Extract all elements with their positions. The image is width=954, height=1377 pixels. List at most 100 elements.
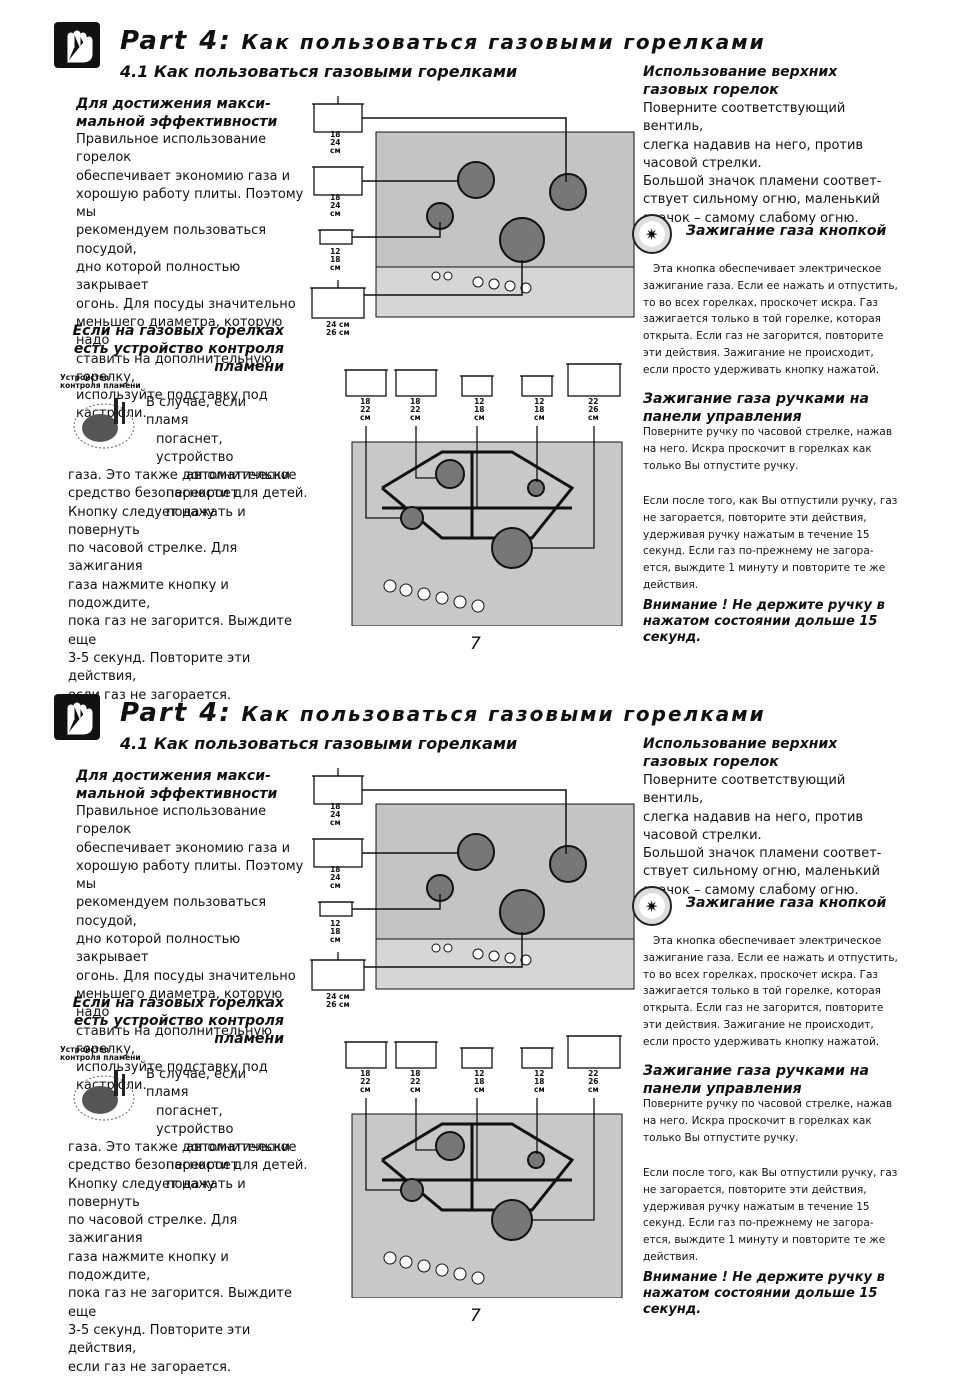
paragraph-efficiency: Правильное использование горелок обеспеч… xyxy=(76,803,306,1096)
ignition-spark-icon: ✷ xyxy=(632,214,672,254)
text-line: Правильное использование горелок xyxy=(76,132,267,166)
text-line: секунд. Если газ по-прежнему не загора- xyxy=(643,545,874,558)
size-value: 26 см xyxy=(326,1000,350,1009)
size-value: 18 xyxy=(330,130,341,139)
size-value: 18 xyxy=(534,405,545,414)
flame-control-device-illustration xyxy=(73,1070,135,1121)
size-value: 12 xyxy=(330,919,341,928)
text-line: открыта. Если газ не загорится, повторит… xyxy=(643,1002,884,1015)
size-value: 24 xyxy=(330,810,341,819)
paragraph-button-ignition: Эта кнопка обеспечивает электрическое за… xyxy=(643,933,903,1051)
warning-text: Внимание ! Не держите ручку в нажатом со… xyxy=(643,598,885,646)
warning-line: Внимание ! Не держите ручку в xyxy=(643,1270,885,1285)
size-unit: см xyxy=(474,413,485,422)
size-value: 18 xyxy=(330,802,341,811)
size-value: 26 xyxy=(588,405,599,414)
text-line: зажигание газа. Если ее нажать и отпусти… xyxy=(643,279,898,292)
flame-control-device-illustration xyxy=(73,398,135,449)
heading-line: Для достижения макси- xyxy=(76,96,271,112)
heading-flame-control: Если на газовых горелках есть устройство… xyxy=(64,322,284,376)
pot-size-3: 12 18 см xyxy=(330,920,341,944)
text-line: Если после того, как Вы отпустили ручку,… xyxy=(643,495,898,507)
heading-line: панели управления xyxy=(643,1081,802,1097)
size-value: 18 xyxy=(360,1069,371,1078)
heading-knob-ignition: Зажигание газа ручками на панели управле… xyxy=(643,390,869,426)
size-unit: см xyxy=(330,881,341,890)
pot-size-1: 18 24 см xyxy=(330,803,341,827)
text-line: обеспечивает экономию газа и xyxy=(76,840,291,856)
heading-line: мальной эффективности xyxy=(76,114,278,130)
text-line: Эта кнопка обеспечивает электрическое xyxy=(653,935,882,947)
text-line: газа нажмите кнопку и подождите, xyxy=(68,577,229,612)
text-line: открыта. Если газ не загорится, повторит… xyxy=(643,330,884,343)
ignition-spark-icon: ✷ xyxy=(632,886,672,926)
text-line: не загорается, повторите эти действия, xyxy=(643,1183,867,1196)
text-line: средство безопасности для детей. xyxy=(68,486,308,502)
page-copy-top: Part 4: Как пользоваться газовыми горелк… xyxy=(0,0,954,703)
page-number: 7 xyxy=(470,634,481,654)
heading-line: Использование верхних xyxy=(643,64,838,80)
text-line: Большой значок пламени соответ- xyxy=(643,846,882,862)
size-value: 18 xyxy=(410,1069,421,1078)
text-line: Если после того, как Вы отпустили ручку,… xyxy=(643,1167,898,1179)
heading-line: пламени xyxy=(214,359,284,375)
text-line: то во всех горелках, проскочет искра. Га… xyxy=(643,296,878,309)
text-line: не загорается, повторите эти действия, xyxy=(643,511,867,524)
text-line: 3-5 секунд. Повторите эти действия, xyxy=(68,650,251,685)
size-value: 24 см xyxy=(326,992,350,1001)
text-line: значок – самому слабому огню. xyxy=(643,882,859,898)
heading-line: Использование верхних xyxy=(643,736,838,752)
heading-line: Если на газовых горелках xyxy=(72,995,284,1011)
text-line: если просто удерживать кнопку нажатой. xyxy=(643,1035,880,1048)
part-title: Part 4: Как пользоваться газовыми горелк… xyxy=(120,26,766,56)
size-value: 12 xyxy=(534,1069,545,1078)
section-title: 4.1 Как пользоваться газовыми горелками xyxy=(120,734,518,753)
size-unit: см xyxy=(330,146,341,155)
heading-knob-ignition: Зажигание газа ручками на панели управле… xyxy=(643,1062,869,1098)
text-line: меньшего диаметра, которую надо xyxy=(76,314,283,349)
size-value: 18 xyxy=(474,405,485,414)
text-line: дно которой полностью закрывает xyxy=(76,260,241,294)
part-label: Part 4: xyxy=(120,698,232,728)
heading-line: есть устройство контроля xyxy=(73,1013,284,1029)
text-line: рекомендуем пользоваться посудой, xyxy=(76,895,267,929)
text-line: 3-5 секунд. Повторите эти действия, xyxy=(68,1322,251,1357)
heading-line: Если на газовых горелках xyxy=(72,323,284,339)
text-line: ется, выждите 1 минуту и повторите те же xyxy=(643,562,886,575)
text-line: на него. Искра проскочит в горелках как xyxy=(643,1114,872,1127)
text-line: зажигается только в той горелке, которая xyxy=(643,985,882,998)
text-line: огонь. Для посуды значительно xyxy=(76,968,296,984)
text-line: то во всех горелках, проскочет искра. Га… xyxy=(643,968,878,981)
text-line: рекомендуем пользоваться посудой, xyxy=(76,223,267,257)
size-value: 12 xyxy=(474,1069,485,1078)
heading-line: газовых горелок xyxy=(643,82,779,98)
heading-button-ignition: Зажигание газа кнопкой xyxy=(686,895,887,911)
warning-line: нажатом состоянии дольше 15 xyxy=(643,1286,878,1301)
paragraph-knob-ignition: Поверните ручку по часовой стрелке, нажа… xyxy=(643,1096,903,1146)
text-line: на него. Искра проскочит в горелках как xyxy=(643,442,872,455)
heading-line: газовых горелок xyxy=(643,754,779,770)
text-line: зажигание газа. Если ее нажать и отпусти… xyxy=(643,951,898,964)
warning-line: Внимание ! Не держите ручку в xyxy=(643,598,885,613)
heading-efficiency: Для достижения макси- мальной эффективно… xyxy=(76,95,277,131)
pot-size-2: 18 24 см xyxy=(330,866,341,890)
size-unit: см xyxy=(410,413,421,422)
text-line: удерживая ручку нажатым в течение 15 xyxy=(643,528,870,541)
warning-line: нажатом состоянии дольше 15 xyxy=(643,614,878,629)
text-line: В случае, если пламя xyxy=(146,395,247,429)
text-line: перекроет подачу xyxy=(166,1158,239,1192)
size-unit: см xyxy=(360,413,371,422)
text-line: автоматически xyxy=(186,1140,291,1156)
part-title-text: Как пользоваться газовыми горелками xyxy=(241,702,766,726)
paragraph-flame-control: газа. Это также дополнительное средство … xyxy=(68,1139,308,1377)
text-line: действия. xyxy=(643,578,699,591)
size-value: 18 xyxy=(330,865,341,874)
text-line: Поверните ручку по часовой стрелке, нажа… xyxy=(643,426,893,438)
heading-line: Зажигание газа ручками на xyxy=(643,391,869,407)
size-value: 22 xyxy=(360,1077,371,1086)
heading-line: есть устройство контроля xyxy=(73,341,284,357)
